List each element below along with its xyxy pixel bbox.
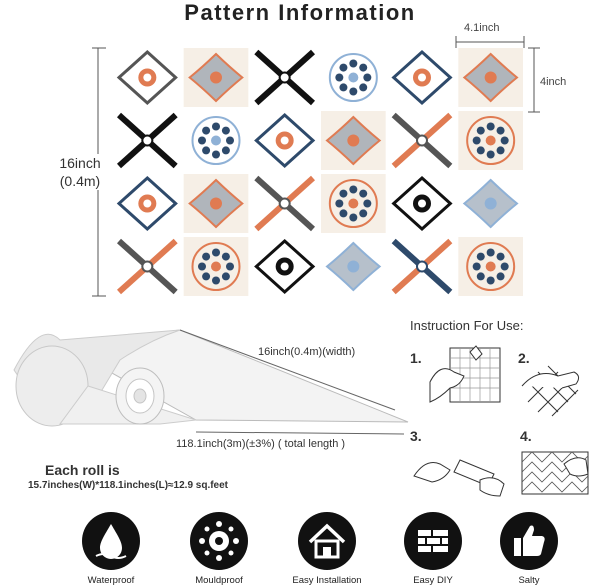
step-number-2: 2.	[518, 350, 530, 366]
roll-length-label: 118.1inch(3m)(±3%) ( total length )	[176, 438, 346, 450]
pattern-tile	[458, 237, 523, 296]
step-4-illustration	[521, 451, 589, 495]
easy-diy-label: Easy DIY	[413, 575, 453, 586]
pattern-tile	[183, 237, 249, 296]
step-1-illustration	[429, 345, 501, 403]
panel-height-label: 16inch (0.4m)	[52, 154, 108, 190]
mouldproof-label: Mouldproof	[195, 575, 243, 586]
pattern-tile	[183, 174, 249, 233]
step-number-1: 1.	[410, 350, 422, 366]
thumbs-up-icon	[500, 512, 558, 570]
pattern-tile	[458, 174, 523, 233]
roll-width-label: 16inch(0.4m)(width)	[258, 346, 356, 358]
pattern-tile	[115, 237, 180, 296]
step-2-illustration	[521, 365, 580, 417]
tile-width-marker	[455, 36, 525, 48]
step-number-4: 4.	[520, 428, 532, 444]
page-title: Pattern Information	[184, 0, 416, 25]
waterproof-label: Waterproof	[87, 575, 135, 586]
pattern-tile	[115, 111, 180, 170]
house-icon	[298, 512, 356, 570]
pattern-tile	[321, 48, 386, 107]
pattern-tile	[252, 174, 317, 233]
pattern-tile	[321, 111, 386, 170]
roll-illustration	[13, 329, 409, 435]
water-drop-icon	[82, 512, 140, 570]
salty-label: Salty	[518, 575, 540, 586]
pattern-tile	[115, 48, 180, 107]
each-roll-spec: 15.7inches(W)*118.1inches(L)≈12.9 sq.fee…	[28, 480, 229, 491]
tile-height-marker	[528, 47, 540, 113]
pattern-tile	[389, 174, 455, 233]
panel-height-inch: 16inch	[59, 155, 101, 171]
easy-installation-label: Easy Installation	[292, 575, 362, 586]
pattern-tile	[389, 237, 455, 296]
tile-height-label: 4inch	[540, 76, 567, 88]
pattern-tile	[458, 111, 523, 170]
panel-height-metric: (0.4m)	[59, 173, 101, 189]
pattern-tile	[252, 48, 317, 107]
step-number-3: 3.	[410, 428, 422, 444]
pattern-tile	[252, 237, 317, 296]
pattern-tile	[183, 111, 249, 170]
pattern-tile	[321, 174, 386, 233]
pattern-tile	[458, 48, 523, 107]
pattern-tile	[321, 237, 386, 296]
pattern-tile	[389, 111, 455, 170]
pattern-tile	[115, 174, 180, 233]
each-roll-heading: Each roll is	[45, 462, 120, 478]
pattern-tile	[183, 48, 249, 107]
step-3-illustration	[413, 459, 505, 497]
pattern-tile	[252, 111, 317, 170]
instructions-heading: Instruction For Use:	[410, 318, 524, 333]
pattern-tile	[389, 48, 455, 107]
mould-icon	[190, 512, 248, 570]
brick-wall-icon	[404, 512, 462, 570]
tile-pattern-grid	[115, 48, 523, 296]
tile-width-label: 4.1inch	[462, 22, 502, 34]
